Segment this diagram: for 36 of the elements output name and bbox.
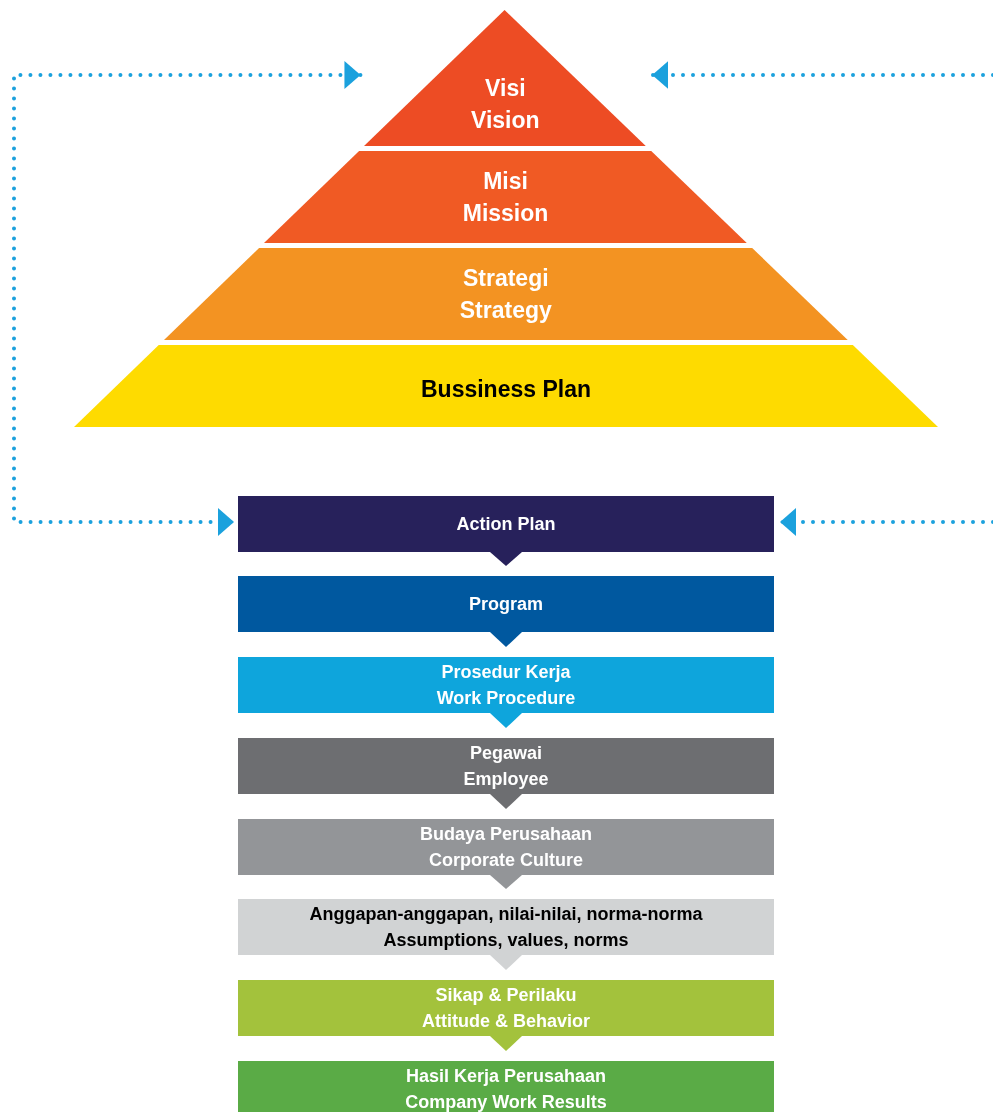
dotted-arrow	[778, 508, 993, 536]
dotted-arrow	[650, 61, 993, 89]
box-label: Hasil Kerja Perusahaan	[405, 1065, 607, 1088]
chevron-arrow	[490, 552, 522, 566]
box-label: Strategy	[459, 296, 552, 325]
chevron-arrow	[490, 713, 522, 728]
box-label: Assumptions, values, norms	[383, 929, 629, 952]
pyramid-layer	[264, 151, 747, 243]
box-label: Attitude & Behavior	[422, 1010, 590, 1033]
box-label: Misi	[483, 167, 528, 196]
box-label: Sikap & Perilaku	[435, 984, 577, 1007]
box-label: Budaya Perusahaan	[419, 823, 593, 846]
pyramid-layer	[74, 345, 938, 427]
box-label: Employee	[463, 768, 549, 791]
box-label: Bussiness Plan	[421, 375, 591, 404]
box-label: Program	[469, 593, 543, 616]
chevron-arrow	[490, 875, 522, 889]
pyramid-layer	[163, 248, 848, 340]
box-label: Mission	[462, 199, 549, 228]
box-label: Corporate Culture	[429, 849, 583, 872]
box-label: Action Plan	[456, 513, 556, 536]
box-label: Prosedur Kerja	[441, 661, 571, 684]
dotted-arrow	[12, 61, 363, 536]
box-label: Pegawai	[469, 742, 542, 765]
chevron-arrow	[490, 632, 522, 647]
process-box	[238, 1061, 774, 1112]
box-label: Work Procedure	[436, 687, 576, 710]
box-label: Company Work Results	[405, 1091, 607, 1112]
box-label: Vision	[471, 106, 540, 135]
chevron-arrow	[490, 1036, 522, 1051]
box-label: Strategi	[462, 264, 549, 293]
chevron-arrow	[490, 955, 522, 970]
box-label: Anggapan-anggapan, nilai-nilai, norma-norma	[309, 903, 703, 926]
chevron-arrow	[490, 794, 522, 809]
pyramid-layer	[364, 10, 647, 146]
box-label: Visi	[485, 74, 526, 103]
